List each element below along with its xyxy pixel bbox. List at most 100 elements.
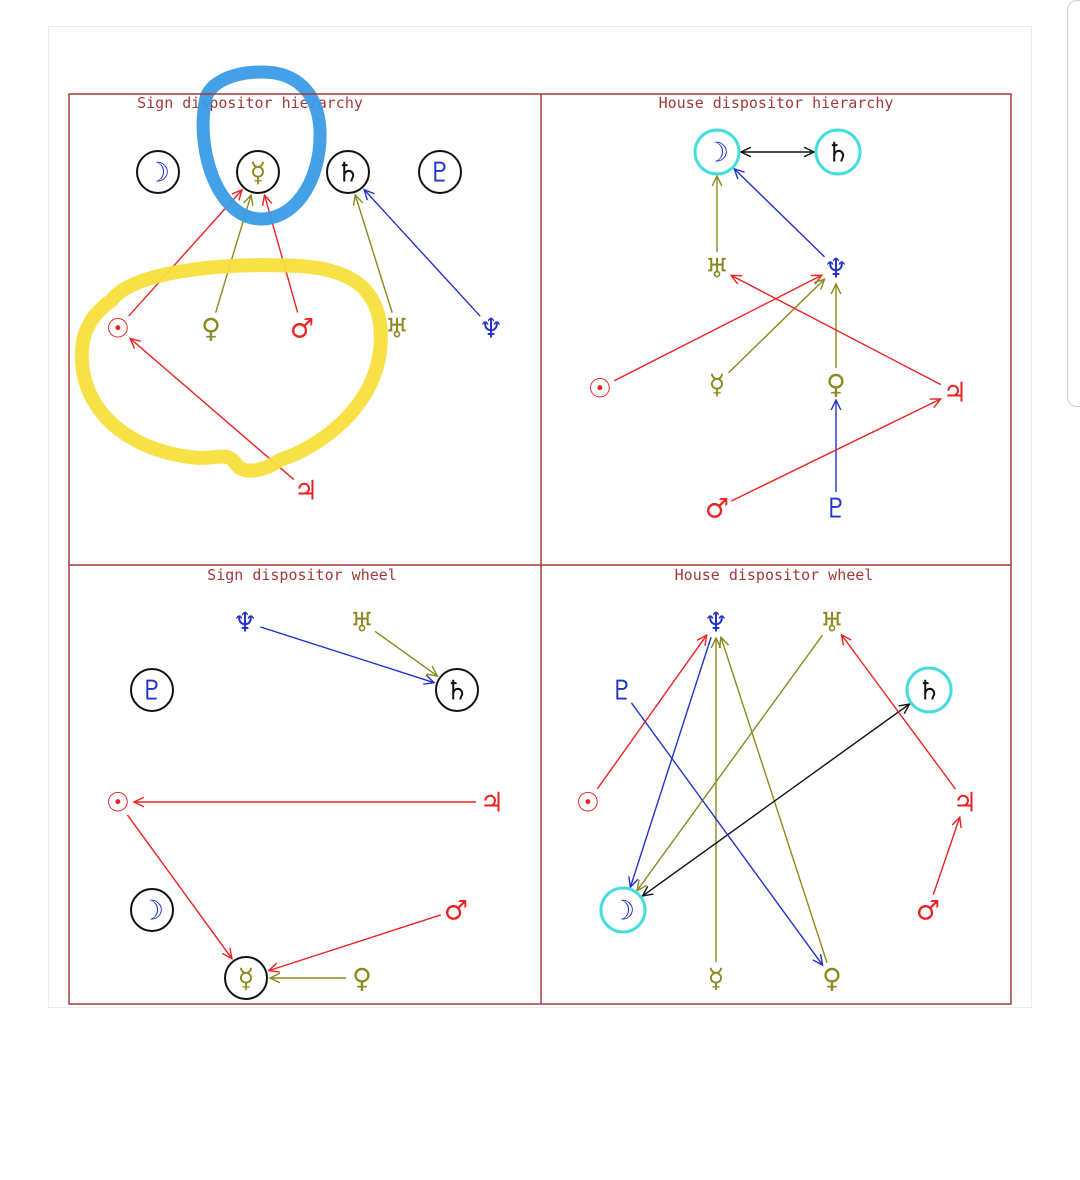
- link-neptune-to-moon: [628, 637, 712, 889]
- arrow-head: [128, 337, 141, 349]
- scrollbar[interactable]: [1067, 0, 1080, 407]
- mercury-icon: ☿: [709, 370, 726, 401]
- link-line: [613, 274, 823, 382]
- venus-icon: ♀: [826, 370, 846, 401]
- panel-title: Sign dispositor hierarchy: [137, 94, 363, 112]
- panel-house-dispositor-wheel: House dispositor wheel ♆♅♄♇☉♃☽♂☿♀: [576, 566, 977, 995]
- ring-black: [418, 150, 462, 194]
- panel-title: Sign dispositor wheel: [207, 566, 397, 584]
- link-line: [268, 914, 441, 972]
- sun-icon: ☉: [106, 314, 130, 345]
- venus-icon: ♀: [352, 964, 372, 995]
- planet-saturn: ♄: [905, 666, 953, 714]
- uranus-icon: ♅: [385, 314, 409, 345]
- planet-jupiter: ♃: [953, 788, 977, 819]
- jupiter-icon: ♃: [943, 378, 967, 409]
- link-sun-to-neptune: [596, 633, 708, 790]
- neptune-icon: ♆: [479, 314, 503, 345]
- arrow-head: [812, 954, 824, 967]
- arrow-head: [729, 274, 743, 285]
- jupiter-icon: ♃: [953, 788, 977, 819]
- planet-neptune: ♆: [479, 314, 503, 345]
- arrow-head: [231, 188, 244, 201]
- link-uranus-to-saturn: [374, 630, 439, 677]
- ring-black: [236, 150, 280, 194]
- link-line: [128, 189, 243, 317]
- planet-uranus: ♅: [385, 314, 409, 345]
- planet-mars: ♂: [444, 896, 468, 927]
- planet-mercury: ☿: [709, 370, 726, 401]
- arrow-head: [696, 633, 708, 647]
- arrow-head: [898, 703, 911, 715]
- link-line: [363, 189, 481, 317]
- uranus-icon: ♅: [350, 608, 374, 639]
- planet-saturn: ♄: [814, 128, 862, 176]
- link-mercury-to-neptune: [727, 278, 826, 374]
- link-mars-to-jupiter: [932, 815, 962, 896]
- link-moon-to-saturn: [739, 146, 816, 158]
- link-line: [129, 337, 295, 481]
- link-moon-to-saturn: [641, 703, 911, 897]
- arrow-head: [267, 962, 280, 973]
- arrow-head: [636, 879, 648, 892]
- link-jupiter-to-uranus: [729, 274, 942, 386]
- link-line: [374, 630, 438, 677]
- arrow-head: [243, 193, 254, 206]
- mercury-icon: ☿: [250, 158, 267, 189]
- mars-icon: ♂: [444, 896, 468, 927]
- link-line: [840, 634, 957, 790]
- link-line: [354, 194, 393, 313]
- jupiter-icon: ♃: [294, 476, 318, 507]
- planet-pluto: ♇: [418, 150, 462, 194]
- arrow-head: [261, 193, 273, 207]
- panel-sign-dispositor-wheel: Sign dispositor wheel ♆♅♄♇☉♃☽♂☿♀: [106, 566, 504, 1000]
- planet-moon: ☽: [130, 888, 174, 932]
- planet-pluto: ♇: [610, 676, 634, 707]
- arrow-head: [718, 635, 730, 649]
- link-neptune-to-saturn: [363, 188, 481, 317]
- panel-title: House dispositor hierarchy: [659, 94, 894, 112]
- pluto-icon: ♇: [610, 676, 634, 707]
- link-pluto-to-venus: [830, 398, 842, 492]
- planet-saturn: ♄: [326, 150, 370, 194]
- mars-icon: ♂: [916, 896, 940, 927]
- link-line: [126, 814, 233, 960]
- planet-moon: ☽: [136, 150, 180, 194]
- planet-neptune: ♆: [704, 608, 728, 639]
- panel-sign-dispositor-hierarchy: Sign dispositor hierarchy ☽ ☿ ♄ ♇ ☉ ♀ ♂ ♅ ♆ ♃: [106, 94, 503, 507]
- arrow-head: [803, 146, 816, 158]
- ring-cyan: [693, 128, 741, 176]
- pluto-icon: ♇: [140, 676, 164, 707]
- pluto-icon: ♇: [428, 158, 452, 189]
- ring-black: [326, 150, 370, 194]
- link-line: [630, 702, 824, 966]
- panel-grid: [68, 93, 1012, 1005]
- arrow-head: [352, 193, 364, 206]
- planet-venus: ♀: [826, 370, 846, 401]
- planet-venus: ♀: [352, 964, 372, 995]
- ring-black: [435, 668, 479, 712]
- yellow-highlight-loop: [74, 258, 388, 478]
- arrow-head: [641, 885, 654, 897]
- planet-venus: ♀: [201, 314, 221, 345]
- planet-saturn: ♄: [435, 668, 479, 712]
- planet-mars: ♂: [290, 314, 314, 345]
- sun-icon: ☉: [106, 788, 130, 819]
- arrow-head: [739, 146, 752, 158]
- link-line: [642, 703, 910, 897]
- link-pluto-to-venus: [630, 702, 824, 967]
- ring-black: [136, 150, 180, 194]
- mars-icon: ♂: [705, 494, 729, 525]
- planet-pluto: ♇: [824, 494, 848, 525]
- planet-jupiter: ♃: [943, 378, 967, 409]
- saturn-icon: ♄: [445, 676, 469, 707]
- moon-icon: ☽: [146, 158, 170, 189]
- sun-icon: ☉: [588, 374, 612, 405]
- pluto-icon: ♇: [824, 494, 848, 525]
- planet-moon: ☽: [599, 886, 647, 934]
- saturn-icon: ♄: [336, 158, 360, 189]
- planet-moon: ☽: [693, 128, 741, 176]
- planet-neptune: ♆: [824, 254, 848, 285]
- moon-icon: ☽: [140, 896, 164, 927]
